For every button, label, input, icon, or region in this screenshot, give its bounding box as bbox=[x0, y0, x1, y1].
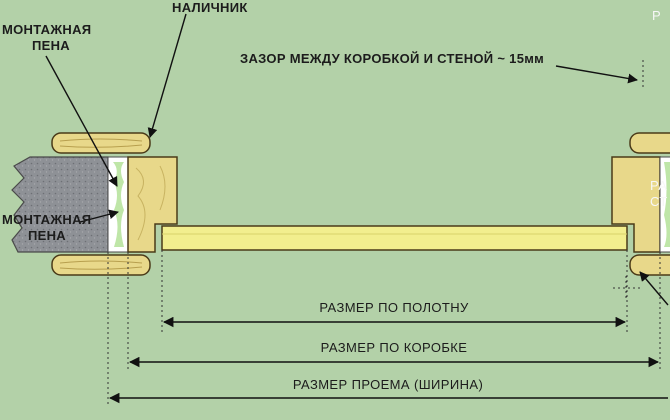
right-assembly bbox=[611, 132, 670, 276]
dimension-lines bbox=[108, 316, 668, 404]
foam-label-bottom: ПЕНА bbox=[32, 38, 70, 53]
left-casing-bottom bbox=[51, 254, 151, 276]
foam-side-label-bottom: ПЕНА bbox=[28, 228, 66, 243]
right-cut-arrow bbox=[639, 271, 669, 306]
foam-side-label-top: МОНТАЖНАЯ bbox=[2, 212, 91, 227]
gap-label: ЗАЗОР МЕЖДУ КОРОБКОЙ И СТЕНОЙ ~ 15мм bbox=[240, 51, 544, 66]
right-casing-top bbox=[629, 132, 670, 154]
foam-label-top: МОНТАЖНАЯ bbox=[2, 22, 91, 37]
gap-arrow bbox=[555, 65, 638, 84]
left-casing-top bbox=[51, 132, 151, 154]
dim-opening-label: РАЗМЕР ПРОЕМА (ШИРИНА) bbox=[293, 377, 483, 392]
right-casing-bottom bbox=[629, 254, 670, 276]
foam-top-arrow bbox=[45, 55, 118, 187]
casing-label: НАЛИЧНИК bbox=[172, 0, 248, 15]
reference-lines bbox=[107, 60, 661, 405]
door-leaf bbox=[161, 225, 628, 251]
casing-arrow bbox=[147, 13, 187, 138]
right-cut-label-2: СТ bbox=[650, 194, 668, 209]
foam-bottom-arrow bbox=[79, 209, 119, 223]
dim-leaf-label: РАЗМЕР ПО ПОЛОТНУ bbox=[319, 300, 469, 315]
pointer-arrows bbox=[45, 13, 669, 306]
right-foam bbox=[659, 156, 670, 253]
dim-frame-label: РАЗМЕР ПО КОРОБКЕ bbox=[321, 340, 468, 355]
right-top-cut-label: Р bbox=[652, 8, 661, 23]
left-assembly bbox=[11, 132, 178, 276]
right-cut-label-1: РА bbox=[650, 178, 667, 193]
